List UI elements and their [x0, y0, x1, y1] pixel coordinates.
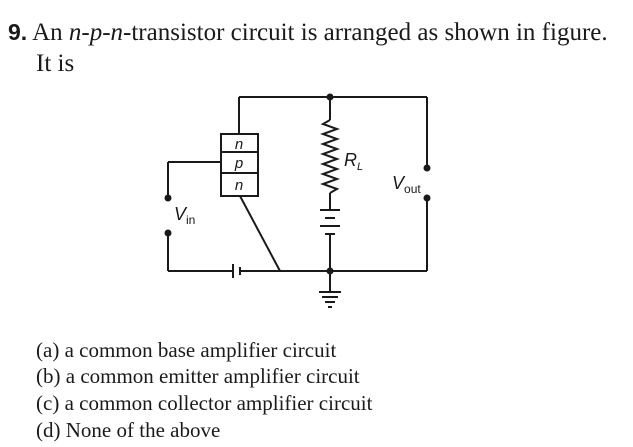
option-a-label: (a) — [36, 338, 60, 362]
option-a-text: a common base amplifier circuit — [64, 338, 337, 362]
layer-label-emitter: n — [235, 177, 243, 194]
transistor-type: n-p-n — [68, 19, 124, 46]
emitter-lead — [239, 195, 281, 272]
option-d-text: None of the above — [65, 418, 221, 442]
option-b-label: (b) — [36, 364, 61, 388]
option-b-text: a common emitter amplifier circuit — [65, 364, 360, 388]
question-number: 9. — [8, 19, 28, 45]
junction-top — [326, 93, 334, 101]
vin-terminal-top — [164, 194, 172, 202]
transistor-box — [220, 133, 259, 197]
question-text-suffix: -transistor circuit is arranged as shown… — [123, 19, 608, 46]
rl-label: RL — [344, 150, 363, 173]
vout-label: Vout — [392, 173, 421, 196]
option-d[interactable]: (d) None of the above — [36, 418, 220, 442]
option-c-text: a common collector amplifier circuit — [64, 391, 373, 415]
layer-label-collector: n — [235, 136, 243, 153]
load-resistor-zigzag — [320, 119, 340, 194]
junction-bottom — [326, 267, 334, 275]
vout-terminal-bottom — [423, 194, 431, 202]
question-line-1: 9. An n-p-n-transistor circuit is arrang… — [8, 18, 608, 47]
option-c[interactable]: (c) a common collector amplifier circuit — [36, 391, 372, 415]
option-c-label: (c) — [36, 391, 60, 415]
vin-terminal-bottom — [164, 229, 172, 237]
option-d-label: (d) — [36, 418, 61, 442]
question-text-prefix: An — [32, 19, 69, 46]
option-a[interactable]: (a) a common base amplifier circuit — [36, 338, 336, 362]
question-line-2: It is — [36, 50, 75, 77]
vin-label: Vin — [174, 204, 195, 227]
layer-label-base: p — [234, 155, 243, 172]
vout-terminal-top — [423, 164, 431, 172]
option-b[interactable]: (b) a common emitter amplifier circuit — [36, 364, 360, 388]
